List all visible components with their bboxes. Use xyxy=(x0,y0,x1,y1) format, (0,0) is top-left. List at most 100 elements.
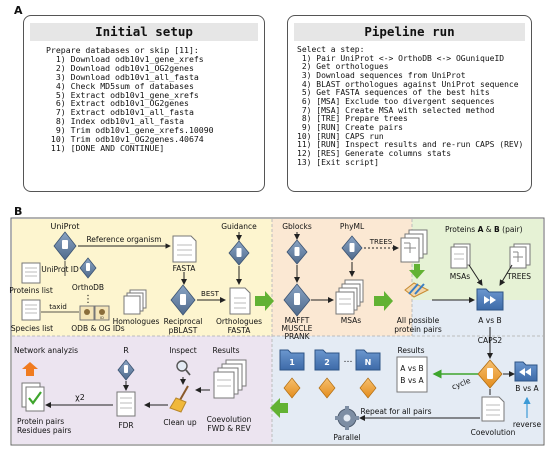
msa-aligner-diamond xyxy=(283,283,311,317)
trees-to-avsb-arrow xyxy=(499,264,513,286)
magnifier-icon xyxy=(176,360,191,376)
setup-menu-line: 9) Trim odb10v1_gene_xrefs.10090 xyxy=(46,125,214,136)
proteins-pair-suffix: (pair) xyxy=(502,225,522,234)
pipeline-run-menu: Select a step: 1) Pair UniProt <-> Ortho… xyxy=(297,45,531,167)
pair-folder-n-icon: N xyxy=(355,349,381,371)
pair-folder-1-icon: 1 xyxy=(279,349,305,371)
protein-pairs-icon xyxy=(404,282,430,298)
trees-top-label: TREES xyxy=(369,238,393,246)
muscle-label: MUSCLE xyxy=(282,324,313,333)
output-checklist-icon xyxy=(21,382,45,412)
msas-right-label: MSAs xyxy=(450,272,471,281)
setup-menu-line: 4) Check MD5sum of databases xyxy=(46,80,194,91)
results-b-vs-a: B vs A xyxy=(400,376,424,385)
orthodb-ellipsis-icon: ⋮ xyxy=(83,294,93,305)
coevolution-results-stack-icon xyxy=(213,359,247,399)
results-bottom-label: Results xyxy=(212,346,239,355)
pipeline-menu-line: 11) [RUN] Inspect results and re-run CAP… xyxy=(297,140,524,150)
folders-ellipsis: … xyxy=(344,355,353,365)
initial-setup-title: Initial setup xyxy=(30,23,258,41)
mafft-label: MAFFT xyxy=(285,316,310,325)
reference-organism-label: Reference organism xyxy=(86,235,161,244)
setup-menu-line: 11) [DONE AND CONTINUE] xyxy=(46,142,165,153)
region-input xyxy=(12,219,272,336)
setup-menu-line: 8) Index odb10v1_all_fasta xyxy=(46,116,185,127)
repeat-label: Repeat for all pairs xyxy=(360,407,431,416)
setup-menu-line: 1) Download odb10v1_gene_xrefs xyxy=(46,53,204,64)
folder-n-label: N xyxy=(365,358,372,367)
a-vs-b-label: A vs B xyxy=(478,316,501,325)
prank-label: PRANK xyxy=(284,332,310,341)
setup-menu-line: 7) Extract odb10v1_all_fasta xyxy=(46,107,194,118)
inspect-label: Inspect xyxy=(169,346,196,355)
network-analysis-label: Network analyzis xyxy=(14,346,78,355)
caps2-tool-diamond xyxy=(477,359,503,389)
odb-avatar-text: ID xyxy=(100,316,104,320)
reverse-label: reverse xyxy=(513,420,542,429)
caps-instance-n-diamond xyxy=(359,377,377,399)
fasta-document-icon xyxy=(172,235,197,263)
caps-instance-1-diamond xyxy=(283,377,301,399)
chi2-label: χ2 xyxy=(75,393,85,402)
pipeline-menu-line: 6) [MSA] Exclude too divergent sequences xyxy=(297,96,495,106)
setup-menu-line: 10) Trim odb10v1_OG2genes.40674 xyxy=(46,134,204,145)
coevolution-label: Coevolution xyxy=(471,428,516,437)
orthologues-fasta-label: FASTA xyxy=(228,326,252,335)
r-label: R xyxy=(123,346,129,355)
to-output-arrow xyxy=(270,398,288,418)
msas-right-icon xyxy=(450,243,471,269)
folder-1-label: 1 xyxy=(289,358,295,367)
pair-folder-2-icon: 2 xyxy=(314,349,340,371)
pipeline-run-title: Pipeline run xyxy=(294,23,525,41)
setup-menu-line: 3) Download odb10v1_all_fasta xyxy=(46,71,199,82)
orthologues-label: Orthologues xyxy=(216,317,262,326)
msas-label: MSAs xyxy=(341,316,362,325)
proteins-pair-prefix: Proteins xyxy=(445,225,475,234)
protein-pairs-output-label: Protein pairs xyxy=(17,417,64,426)
trees-right-icon xyxy=(509,243,531,269)
a-vs-b-folder-icon xyxy=(476,288,504,311)
fdr-document-icon xyxy=(116,391,136,417)
orthodb-database-diamond xyxy=(79,257,97,279)
pipeline-menu-line: 5) Get FASTA sequences of the best hits xyxy=(297,88,490,98)
proteins-list-icon xyxy=(21,262,41,284)
results-a-vs-b: A vs B xyxy=(400,364,423,373)
setup-menu-line: 6) Extract odb10v1_OG2genes xyxy=(46,98,189,109)
proteins-pair-b: B xyxy=(494,225,500,234)
initial-setup-window: Initial setup Prepare databases or skip … xyxy=(23,15,265,192)
pipeline-menu-line: 3) Download sequences from UniProt xyxy=(297,70,466,80)
pblast-label: pBLAST xyxy=(169,326,198,335)
reciprocal-label: Reciprocal xyxy=(164,317,203,326)
folder-2-label: 2 xyxy=(324,358,330,367)
pipeline-menu-line: 12) [RES] Generate columns stats xyxy=(297,148,452,158)
pipeline-menu-line: 2) Get orthologues xyxy=(297,62,389,72)
coevolution-fwd-label: Coevolution xyxy=(207,415,252,424)
pipeline-menu-line: 7) [MSA] Create MSA with selected method xyxy=(297,105,495,115)
reciprocal-pblast-diamond xyxy=(170,284,196,316)
best-label: BEST xyxy=(201,290,220,298)
results-document-icon xyxy=(396,356,428,393)
pipeline-menu-line: 13) [Exit script] xyxy=(297,157,379,167)
panel-b-label: B xyxy=(14,205,23,218)
fasta-label: FASTA xyxy=(173,264,197,273)
parallel-gear-icon xyxy=(335,406,359,430)
odb-og-ids-label: ODB & OG IDs xyxy=(71,324,125,333)
uniprot-id-label: UniProt ID xyxy=(41,265,79,274)
trees-down-arrow xyxy=(409,264,425,279)
proteins-pair-label: Proteins A & B (pair) xyxy=(445,225,523,234)
uniprot-label: UniProt xyxy=(51,222,80,231)
fdr-label: FDR xyxy=(118,421,133,430)
uniprot-database-diamond xyxy=(53,231,77,261)
r-tool-diamond xyxy=(117,359,135,381)
gblocks-tool-diamond xyxy=(286,239,308,265)
pipeline-menu-line: Select a step: xyxy=(297,45,365,54)
setup-menu-line: 5) Extract odb10v1_gene_xrefs xyxy=(46,89,199,100)
pipeline-menu-line: 9) [RUN] Create pairs xyxy=(297,122,403,132)
fwd-rev-label: FWD & REV xyxy=(207,424,251,433)
network-up-arrow xyxy=(22,362,38,376)
residues-pairs-label: Residues pairs xyxy=(17,426,71,435)
proteins-pair-amp: & xyxy=(486,225,492,234)
clean-up-label: Clean up xyxy=(163,418,196,427)
b-vs-a-label: B vs A xyxy=(515,384,539,393)
